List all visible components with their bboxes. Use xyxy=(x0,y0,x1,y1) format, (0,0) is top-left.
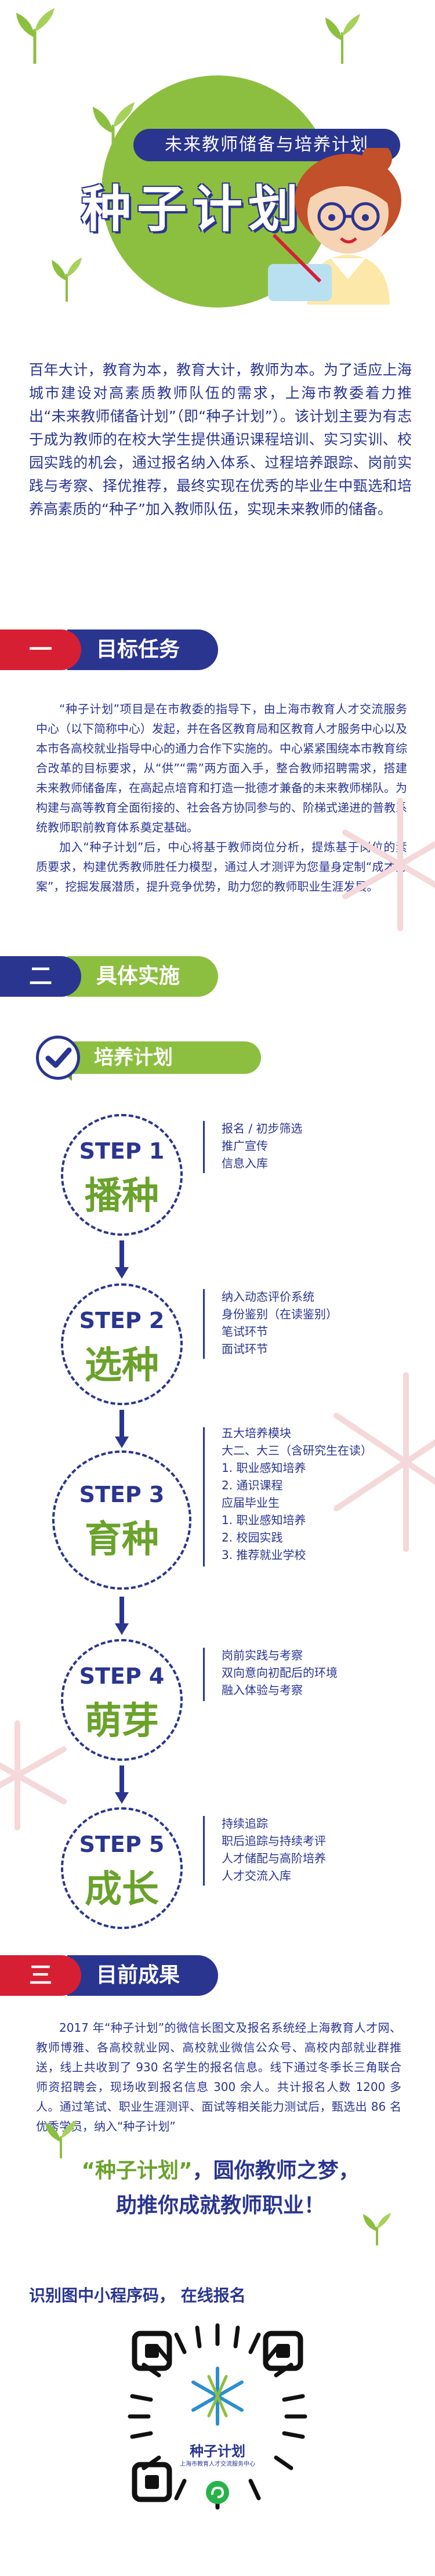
step-item: 应届毕业生 xyxy=(222,1496,280,1510)
section-label: 目前成果 xyxy=(67,1955,218,1996)
paragraph: 加入“种子计划”后，中心将基于教师岗位分析，提炼基于岗位的素质要求，构建优秀教师… xyxy=(36,840,407,893)
step-item: 2. 校园实践 xyxy=(222,1531,283,1544)
step-item: 融入体验与考察 xyxy=(222,1683,303,1697)
down-arrow-icon xyxy=(115,1597,129,1635)
step-cn: 成长 xyxy=(85,1868,159,1911)
section-header-1: 目标任务 一 xyxy=(0,629,435,670)
step-item: 持续追踪 xyxy=(222,1817,268,1830)
intro-text: 百年大计，教育为本，教育大计，教师为本。为了适应上海城市建设对高素质教师队伍的需… xyxy=(29,361,412,518)
step-item: 五大培养模块 xyxy=(222,1426,291,1440)
step-item: 3. 推荐就业学校 xyxy=(222,1548,306,1562)
step-item: 大二、大三（含研究生在读） xyxy=(222,1443,372,1457)
step-item: 人才交流入库 xyxy=(222,1869,291,1883)
step-item: 双向意向初配后的环境 xyxy=(222,1666,338,1680)
teacher-illustration-icon xyxy=(268,148,401,305)
section-header-2: 具体实施 二 xyxy=(0,956,435,997)
step-en: STEP 1 xyxy=(79,1138,165,1164)
step-1-items: 报名 / 初步筛选 推广宣传 信息入库 xyxy=(222,1120,302,1172)
snowflake-decoration-icon xyxy=(342,798,435,931)
qr-subtitle: 上海市教育人才交流服务中心 xyxy=(180,2461,255,2468)
sprout-icon xyxy=(45,2120,77,2158)
step-cn: 选种 xyxy=(85,1344,159,1387)
qr-pattern-icon xyxy=(128,2323,307,2510)
mini-program-qr-code[interactable]: 种子计划 上海市教育人才交流服务中心 xyxy=(122,2321,313,2512)
step-2-items: 纳入动态评价系统 身份鉴别（在读鉴别） 笔试环节 面试环节 xyxy=(222,1288,338,1358)
sub-header-training-plan: 培养计划 xyxy=(36,1036,280,1081)
step-item: 2. 通识课程 xyxy=(222,1478,283,1492)
section-label: 具体实施 xyxy=(67,956,218,997)
step-item: 1. 职业感知培养 xyxy=(222,1513,306,1527)
step-item: 报名 / 初步筛选 xyxy=(222,1121,303,1135)
step-divider xyxy=(203,1427,205,1566)
step-divider xyxy=(203,1289,205,1359)
step-en: STEP 3 xyxy=(79,1482,165,1507)
snowflake-decoration-icon xyxy=(334,1372,435,1552)
step-item: 笔试环节 xyxy=(222,1325,268,1338)
slogan-text: ，圆你教师之梦， xyxy=(192,2159,360,2183)
section-number: 二 xyxy=(0,956,81,997)
step-4-items: 岗前实践与考察 双向意向初配后的环境 融入体验与考察 xyxy=(222,1647,338,1699)
hero: 未来教师储备与培养计划 种子计划 xyxy=(0,0,435,325)
step-5-items: 持续追踪 职后追踪与持续考评 人才储配与高阶培养 人才交流入库 xyxy=(222,1815,326,1884)
step-divider xyxy=(203,1816,205,1886)
sprout-icon xyxy=(52,258,82,302)
step-item: 岗前实践与考察 xyxy=(222,1648,303,1662)
step-item: 职后追踪与持续考评 xyxy=(222,1834,326,1848)
slogan-line-1: “种子计划”，圆你教师之梦， xyxy=(46,2154,394,2188)
slogan: “种子计划”，圆你教师之梦， 助推你成就教师职业！ xyxy=(46,2154,394,2223)
down-arrow-icon xyxy=(115,1410,129,1448)
sprout-icon xyxy=(325,14,360,64)
hero-title: 种子计划 xyxy=(81,180,304,238)
qr-caption: 识别图中小程序码， 在线报名 xyxy=(29,2286,246,2305)
step-divider xyxy=(203,1121,205,1173)
step-item: 身份鉴别（在读鉴别） xyxy=(222,1307,338,1321)
sprout-icon xyxy=(16,8,55,64)
section-number: 三 xyxy=(0,1955,81,1996)
step-3-circle: STEP 3 育种 xyxy=(52,1450,191,1590)
step-2-circle: STEP 2 选种 xyxy=(61,1283,183,1405)
section-header-3: 目前成果 三 xyxy=(0,1955,435,1996)
step-item: 面试环节 xyxy=(222,1342,268,1356)
check-icon xyxy=(45,1047,72,1068)
step-item: 推广宣传 xyxy=(222,1139,268,1153)
step-en: STEP 2 xyxy=(79,1308,165,1333)
paragraph: 2017 年“种子计划”的微信长图文及报名系统经上海教育人才网、教师博雅、各高校… xyxy=(36,2021,401,2133)
step-item: 信息入库 xyxy=(222,1156,268,1170)
section3-body: 2017 年“种子计划”的微信长图文及报名系统经上海教育人才网、教师博雅、各高校… xyxy=(36,2018,401,2136)
step-4-circle: STEP 4 萌芽 xyxy=(61,1639,183,1761)
step-item: 1. 职业感知培养 xyxy=(222,1461,306,1475)
step-item: 人才储配与高阶培养 xyxy=(222,1851,326,1865)
slogan-emphasis: “种子计划” xyxy=(81,2159,193,2183)
step-cn: 育种 xyxy=(85,1518,159,1561)
sub-header-label: 培养计划 xyxy=(64,1041,261,1074)
step-3-items: 五大培养模块 大二、大三（含研究生在读） 1. 职业感知培养 2. 通识课程 应… xyxy=(222,1424,372,1564)
section-number: 一 xyxy=(0,629,81,670)
step-1-circle: STEP 1 播种 xyxy=(61,1114,183,1236)
section1-body: “种子计划”项目是在市教委的指导下，由上海市教育人才交流服务中心（以下简称中心）… xyxy=(36,699,407,896)
sprout-icon xyxy=(363,2213,391,2245)
step-divider xyxy=(203,1648,205,1701)
step-cn: 播种 xyxy=(85,1175,159,1218)
qr-title: 种子计划 xyxy=(190,2443,245,2459)
slogan-line-2: 助推你成就教师职业！ xyxy=(115,2194,325,2217)
down-arrow-icon xyxy=(115,1765,129,1804)
step-en: STEP 4 xyxy=(79,1663,165,1689)
snowflake-decoration-icon xyxy=(0,1720,67,1830)
paragraph: “种子计划”项目是在市教委的指导下，由上海市教育人才交流服务中心（以下简称中心）… xyxy=(36,702,407,834)
step-item: 纳入动态评价系统 xyxy=(222,1290,314,1304)
step-en: STEP 5 xyxy=(79,1832,165,1857)
check-circle xyxy=(36,1036,80,1080)
step-cn: 萌芽 xyxy=(85,1700,159,1743)
step-5-circle: STEP 5 成长 xyxy=(61,1807,183,1929)
section-label: 目标任务 xyxy=(67,629,218,670)
down-arrow-icon xyxy=(115,1240,129,1279)
